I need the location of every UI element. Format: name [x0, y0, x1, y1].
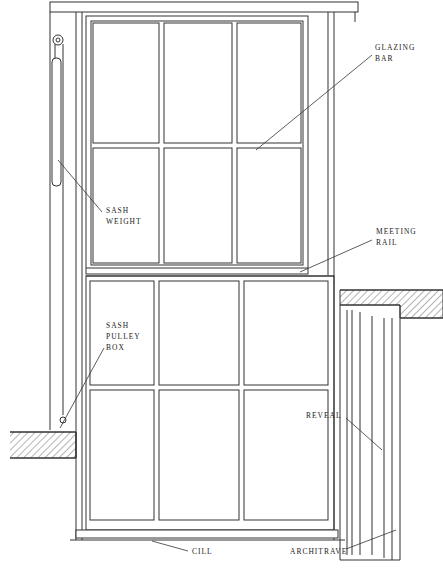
- part-label: REVEAL: [306, 410, 342, 421]
- part-label: GLAZING BAR: [375, 42, 415, 64]
- part-label: SASH PULLEY BOX: [106, 320, 140, 353]
- part-label: MEETING RAIL: [376, 226, 417, 248]
- part-label: ARCHITRAVE: [290, 546, 347, 557]
- part-label: SASH WEIGHT: [106, 205, 142, 227]
- part-label: CILL: [192, 546, 213, 557]
